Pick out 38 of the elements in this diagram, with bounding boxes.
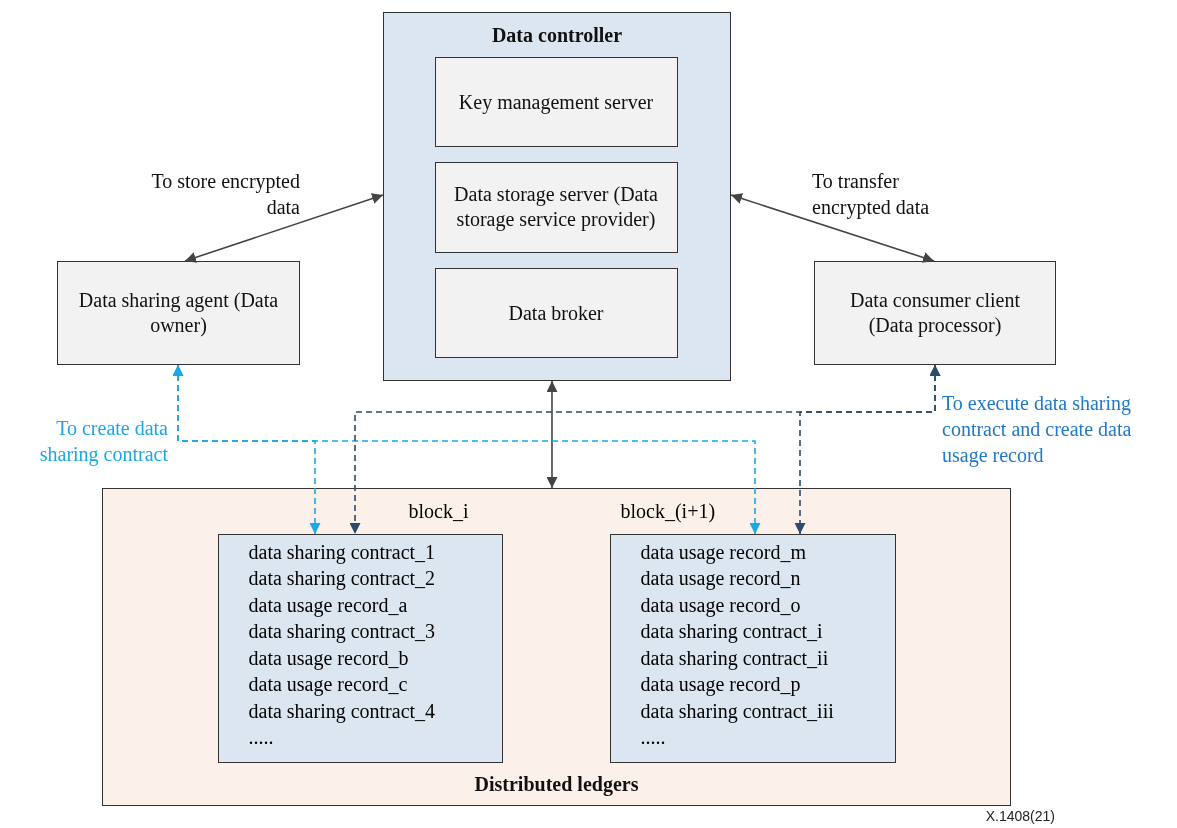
box-label: Data sharing agent (Data owner) xyxy=(77,288,280,338)
record-entry: data usage record_p xyxy=(640,672,801,698)
dashed-arrow xyxy=(794,364,941,535)
record-entry: data sharing contract_iii xyxy=(640,698,834,724)
ledger-panel xyxy=(102,488,1011,806)
panel-title: Data controller xyxy=(490,23,624,48)
record-entry: ..... xyxy=(640,725,666,750)
box-label: Data consumer client (Data processor) xyxy=(849,288,1021,338)
process-box xyxy=(434,161,678,253)
record-entry: data sharing contract_3 xyxy=(248,619,436,645)
figure-number: X.1408(21) xyxy=(984,808,1055,824)
process-box xyxy=(57,261,300,365)
box-label: Key management server xyxy=(457,89,655,114)
record-entry: ..... xyxy=(248,725,274,750)
arrow xyxy=(184,193,384,263)
process-box xyxy=(434,267,678,358)
panel-title: Distributed ledgers xyxy=(473,772,640,797)
record-entry: data usage record_a xyxy=(248,592,408,618)
record-entry: data usage record_b xyxy=(248,645,409,671)
block-heading: block_(i+1) xyxy=(620,498,716,524)
record-entry: data usage record_n xyxy=(640,566,801,592)
box-label: Data storage server (Data storage service provider) xyxy=(453,182,659,232)
record-entry: data sharing contract_4 xyxy=(248,698,436,724)
dashed-arrow xyxy=(172,364,761,535)
record-entry: data usage record_m xyxy=(640,539,806,565)
arrow xyxy=(546,380,558,489)
box-label: Data broker xyxy=(507,300,605,325)
record-entry: data sharing contract_1 xyxy=(248,539,436,565)
record-entry: data sharing contract_i xyxy=(640,619,823,645)
record-entry: data sharing contract_2 xyxy=(248,566,436,592)
record-entry: data usage record_c xyxy=(248,672,408,698)
record-entry: data usage record_o xyxy=(640,592,801,618)
process-box xyxy=(814,261,1056,365)
block-heading: block_i xyxy=(408,498,469,524)
process-box xyxy=(434,56,678,147)
controller-panel xyxy=(383,12,731,381)
arrow xyxy=(730,193,935,263)
record-entry: data sharing contract_ii xyxy=(640,645,829,671)
